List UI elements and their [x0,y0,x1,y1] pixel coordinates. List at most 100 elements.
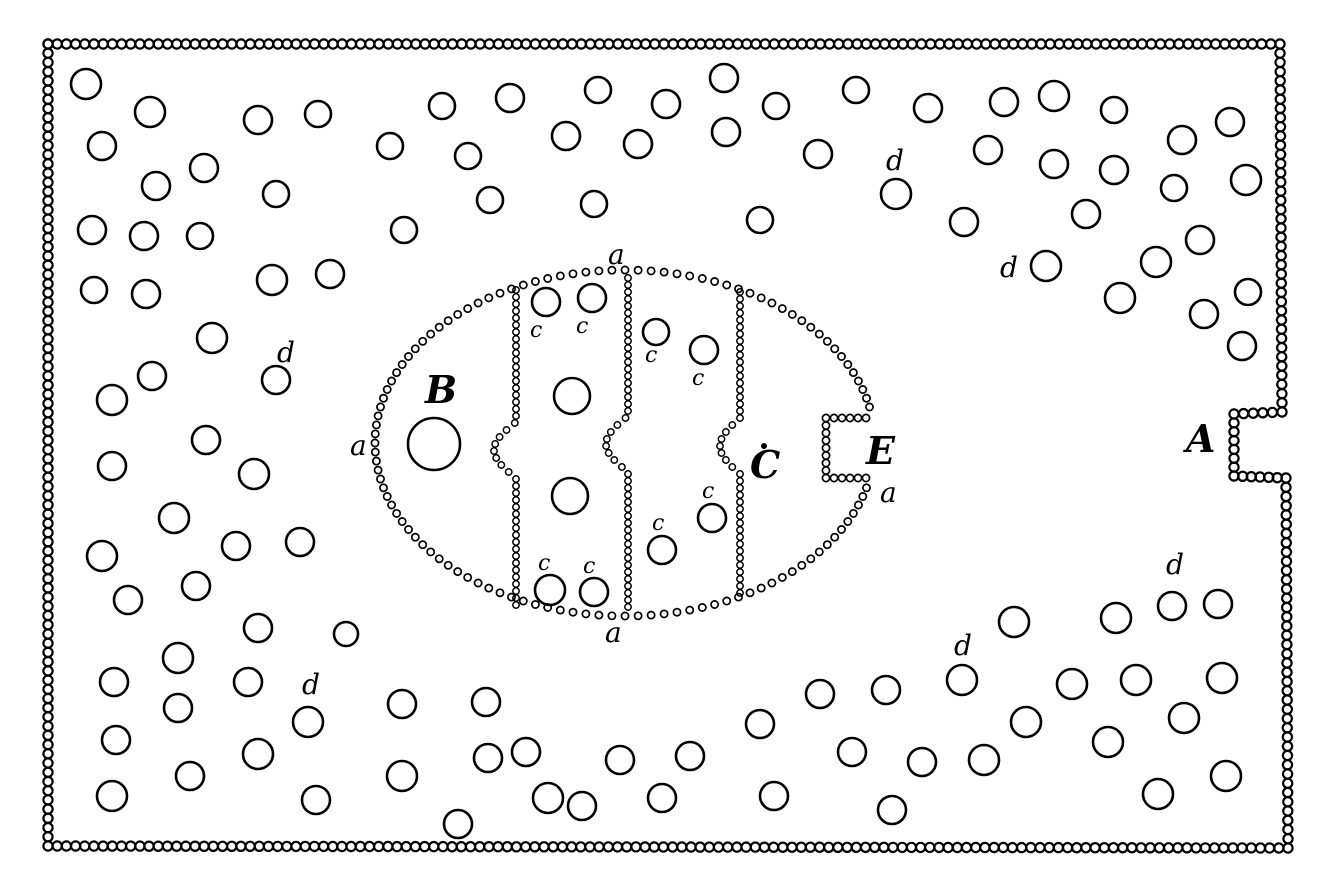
outer-wall-bead [400,840,412,853]
particle-circle [260,364,292,396]
outer-wall-bead [1280,592,1293,605]
partition-bead [624,407,632,415]
outer-wall-bead [42,268,54,281]
inner-cell-bead [543,274,553,283]
partition-bead [736,547,744,555]
outer-wall-bead [1274,157,1287,170]
inlet-E-bead [861,413,871,423]
outer-wall-bead [42,130,54,142]
partition-bead [624,281,632,289]
particle-circle [475,185,505,215]
outer-wall-bead [492,38,505,50]
inner-cell-bead [710,277,720,286]
inner-cell-bead [426,329,436,339]
particle-circle [95,383,129,417]
partition-bead [512,349,520,357]
outer-wall-bead [621,38,633,50]
outer-wall-bead [1098,842,1111,854]
outer-wall-bead [226,38,238,50]
inlet-E-bead [829,413,839,423]
partition-bead [624,358,632,366]
partition-bead [495,433,504,441]
label-c-8: c [583,554,595,579]
outer-wall-bead [1281,657,1293,669]
outer-wall-bead [666,841,679,853]
outer-wall-bead [143,840,155,852]
partition-bead [736,330,744,338]
outer-wall-bead [42,794,54,806]
outer-wall-bead [1163,38,1176,50]
outer-wall-bead [1280,601,1293,614]
outer-wall-bead [841,841,853,854]
outer-wall-bead [676,841,688,853]
outer-wall-bead [1282,833,1294,845]
inner-cell-bead [620,611,630,621]
outer-wall-bead [1266,406,1279,419]
outer-wall-bead [42,259,54,271]
outer-wall-bead [584,841,596,853]
outer-wall-bead [42,148,54,161]
partition-bead [512,489,520,497]
outer-wall-bead [42,692,54,705]
outer-wall-bead [244,38,256,50]
outer-wall-bead [511,38,523,50]
particle-circle [385,759,419,793]
inlet-E-bead [861,473,871,483]
partition-bead [624,400,632,408]
partition-bead [624,330,632,338]
outer-wall-bead [42,462,54,474]
outer-wall-bead [152,840,164,852]
inner-cell-bead [404,352,413,361]
outer-wall-bead [1281,703,1294,716]
label-A: A [1183,416,1215,461]
outer-wall-bead [42,121,54,133]
inner-cell-bead [397,517,407,526]
outer-wall-bead [1274,167,1287,179]
partition-bead [624,596,632,604]
outer-wall-bead [1274,111,1287,124]
partition-bead [512,314,520,322]
particle-circle [1214,106,1246,138]
outer-wall-bead [363,840,376,853]
particle-circle [761,91,791,121]
outer-wall-bead [1090,38,1102,50]
inner-cell-bead [568,269,578,279]
particle-circle [576,282,608,314]
outer-wall-bead [510,841,523,853]
particle-circle [69,67,103,101]
label-c-7: c [538,551,550,576]
partition-bead [602,442,611,450]
label-a-bottom: a [605,616,622,649]
outer-wall-bead [1126,842,1138,854]
outer-wall-bead [1144,842,1156,854]
outer-wall-bead [42,637,54,649]
partition-bead [736,470,744,478]
outer-wall-bead [934,38,946,50]
outer-wall-bead [593,38,606,50]
particle-circle [406,416,462,472]
outer-wall-bead [51,840,63,852]
outer-wall-bead [1280,500,1292,512]
outer-wall-bead [529,38,542,50]
outer-wall-bead [1275,323,1288,335]
inner-cell-bead [530,600,540,609]
outer-wall-bead [42,93,54,106]
outer-wall-bead [42,416,54,428]
partition-bead [621,414,630,422]
outer-wall-bead [1282,805,1294,817]
inlet-E-bead [821,428,831,438]
inner-cell-bead [722,596,732,606]
particle-circle [533,573,567,607]
partition-bead [512,580,520,588]
particle-circle [1209,759,1243,793]
partition-bead [624,575,632,583]
outer-wall-bead [42,665,54,677]
outer-wall-bead [1034,841,1046,854]
particle-circle [708,62,740,94]
partition-bead [617,463,626,471]
particle-circle [174,760,206,792]
outer-wall-bead [42,591,54,603]
outer-wall-bead [565,841,578,853]
partition-bead [624,498,632,506]
inner-cell-bead [453,309,463,319]
